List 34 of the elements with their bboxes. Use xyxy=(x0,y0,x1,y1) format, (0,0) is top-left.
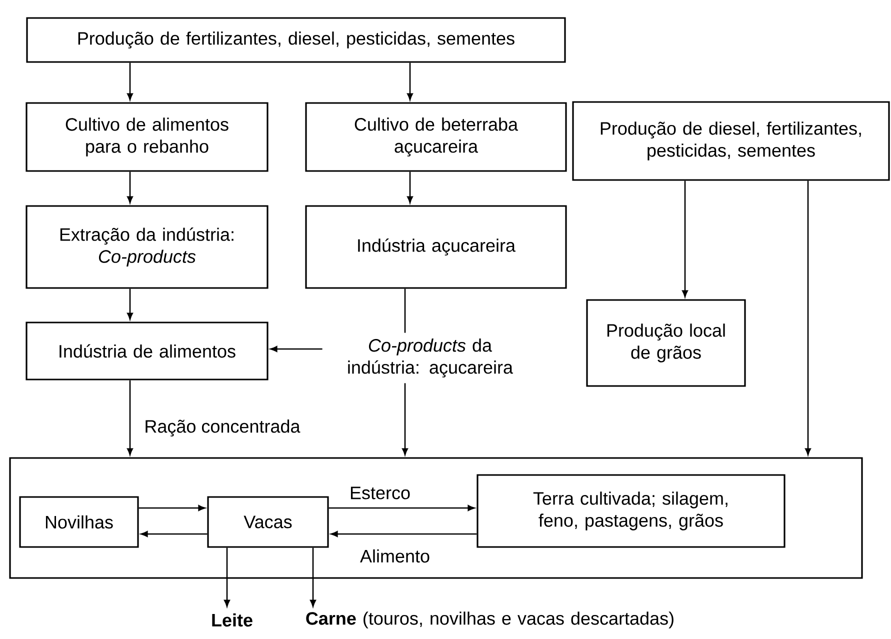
arrow xyxy=(328,505,475,511)
arrow xyxy=(140,531,208,537)
process-box: Indústria de alimentos xyxy=(26,322,268,380)
arrow xyxy=(805,180,811,456)
process-box: Produção de diesel, fertilizantes, pesticidas, sementes xyxy=(572,101,890,181)
process-box: Terra cultivada; silagem, feno, pastagens, grãos xyxy=(476,474,786,548)
edge-label: Esterco xyxy=(348,486,412,500)
farm-box xyxy=(9,457,863,579)
arrow xyxy=(127,288,133,320)
process-box: Extração da indústria: Co-products xyxy=(26,205,268,289)
arrow xyxy=(407,172,413,204)
edge-label: Alimento xyxy=(359,548,432,564)
arrow xyxy=(127,62,133,100)
process-box: Novilhas xyxy=(19,496,139,548)
process-box: Produção local de grãos xyxy=(586,299,746,387)
process-box: Indústria açucareira xyxy=(305,205,567,289)
arrow xyxy=(330,531,477,537)
arrow xyxy=(310,548,316,607)
arrow xyxy=(407,62,413,100)
output-text: Leite xyxy=(212,613,252,627)
arrow xyxy=(127,380,133,456)
process-box: Produção de fertilizantes, diesel, pesticidas, sementes xyxy=(26,17,566,63)
arrow xyxy=(127,172,133,204)
arrow xyxy=(224,548,230,607)
process-box: Cultivo de alimentos para o rebanho xyxy=(26,102,268,172)
output-text: Carne (touros, novilhas e vacas descartadas) xyxy=(306,612,674,628)
arrow xyxy=(138,505,206,511)
process-box: Cultivo de beterraba açucareira xyxy=(305,102,567,172)
arrow xyxy=(270,346,322,352)
arrow xyxy=(682,180,688,298)
arrow xyxy=(402,383,408,456)
flow-text: Co-products da indústria: açucareira xyxy=(348,338,513,378)
edge-label: Ração concentrada xyxy=(143,418,302,438)
process-box: Vacas xyxy=(207,496,329,548)
